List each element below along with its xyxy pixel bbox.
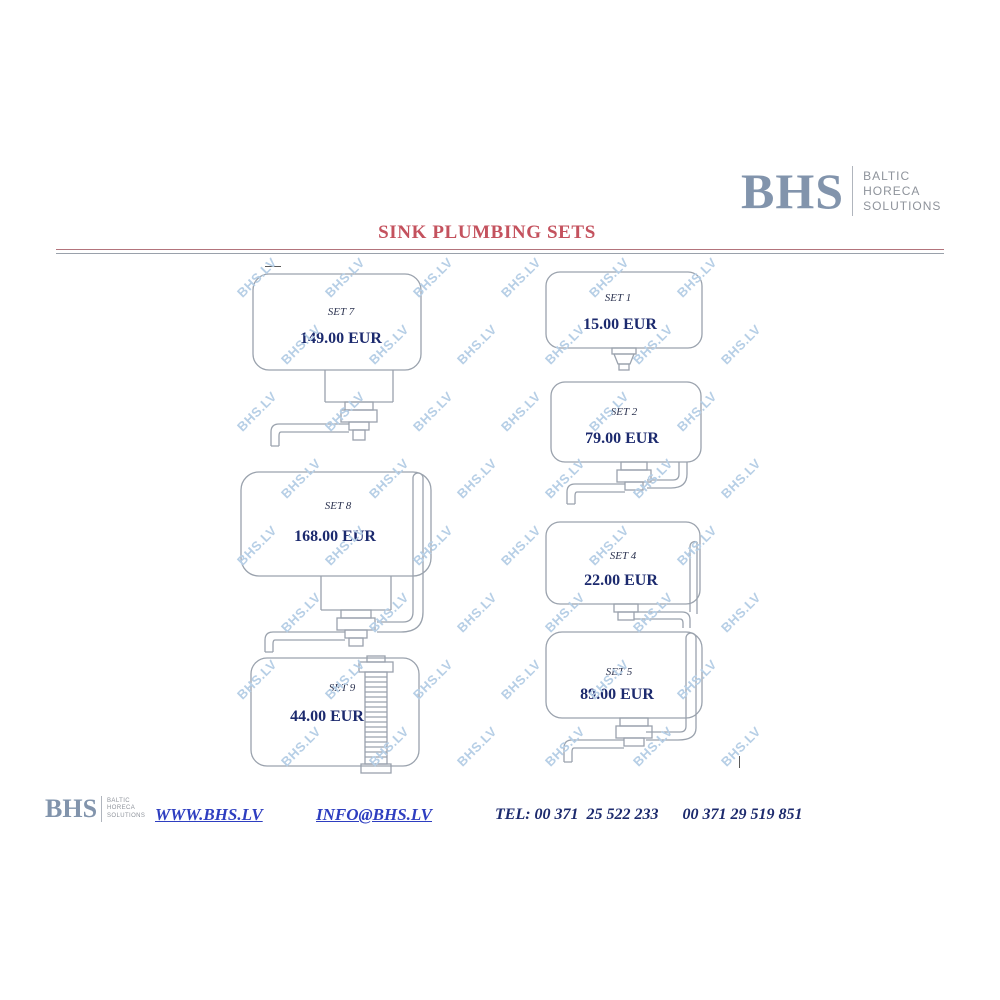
price: 168.00 EUR: [294, 528, 376, 545]
bhs-logo-footer: BHS BALTIC HORECA SOLUTIONS: [45, 796, 145, 822]
logo-divider: [101, 796, 103, 822]
tagline-line: HORECA: [107, 805, 136, 812]
product-set-1: SET 1 15.00 EUR: [540, 266, 710, 371]
tagline-line: SOLUTIONS: [107, 812, 146, 819]
page-title: SINK PLUMBING SETS: [378, 222, 596, 243]
watermark: BHS.LV: [453, 589, 500, 636]
set-name: SET 8: [324, 500, 352, 512]
price: 89.00 EUR: [580, 686, 654, 703]
website-link[interactable]: WWW.BHS.LV: [155, 805, 263, 824]
bhs-logo-text: BHS: [45, 794, 98, 823]
sink-set-7-drawing: [252, 273, 422, 447]
product-set-8: SET 8 168.00 EUR: [235, 462, 435, 667]
watermark: BHS.LV: [497, 522, 544, 569]
tagline-line: BALTIC: [107, 797, 130, 804]
bhs-logo-text: BHS: [741, 163, 845, 219]
stray-dash: [265, 266, 281, 267]
product-set-4: SET 4 22.00 EUR: [540, 516, 710, 628]
set-name: SET 7: [327, 306, 355, 318]
product-set-7: SET 7 149.00 EUR: [245, 268, 430, 463]
email-link[interactable]: INFO@BHS.LV: [316, 805, 433, 824]
sink-set-4-drawing: [545, 521, 701, 628]
bhs-logo: BHS BALTIC HORECA SOLUTIONS: [741, 166, 941, 216]
bhs-logo-tagline: BALTIC HORECA SOLUTIONS: [863, 169, 941, 214]
price: 79.00 EUR: [585, 430, 659, 447]
bhs-logo-tagline: BALTIC HORECA SOLUTIONS: [107, 798, 145, 821]
set-name: SET 5: [605, 666, 633, 678]
watermark: BHS.LV: [717, 455, 764, 502]
price: 149.00 EUR: [300, 330, 382, 347]
phone-numbers: TEL: 00 371 25 522 233 00 371 29 519 851: [495, 806, 803, 823]
product-set-2: SET 2 79.00 EUR: [545, 376, 710, 511]
title-rule: [56, 249, 944, 254]
watermark: BHS.LV: [453, 723, 500, 770]
sink-set-1-drawing: [545, 271, 703, 371]
set-name: SET 4: [609, 550, 637, 562]
set-name: SET 9: [328, 682, 356, 694]
sink-set-9-drawing: [250, 655, 420, 774]
watermark: BHS.LV: [717, 589, 764, 636]
set-name: SET 2: [610, 406, 638, 418]
price: 15.00 EUR: [583, 316, 657, 333]
price: 22.00 EUR: [584, 572, 658, 589]
watermark: BHS.LV: [497, 656, 544, 703]
sink-set-8-drawing: [240, 471, 432, 653]
price: 44.00 EUR: [290, 708, 364, 725]
set-name: SET 1: [604, 292, 632, 304]
watermark: BHS.LV: [717, 321, 764, 368]
watermark: BHS.LV: [717, 723, 764, 770]
sink-set-2-drawing: [550, 381, 702, 505]
sink-set-5-drawing: [545, 631, 703, 763]
watermark: BHS.LV: [497, 388, 544, 435]
tagline-line: SOLUTIONS: [863, 198, 942, 213]
logo-divider: [852, 166, 854, 216]
stray-tick: [739, 756, 740, 768]
watermark: BHS.LV: [497, 254, 544, 301]
product-set-9: SET 9 44.00 EUR: [245, 650, 435, 775]
watermark: BHS.LV: [453, 455, 500, 502]
product-set-5: SET 5 89.00 EUR: [540, 626, 710, 771]
watermark: BHS.LV: [453, 321, 500, 368]
tagline-line: BALTIC: [863, 168, 911, 183]
tagline-line: HORECA: [863, 183, 921, 198]
